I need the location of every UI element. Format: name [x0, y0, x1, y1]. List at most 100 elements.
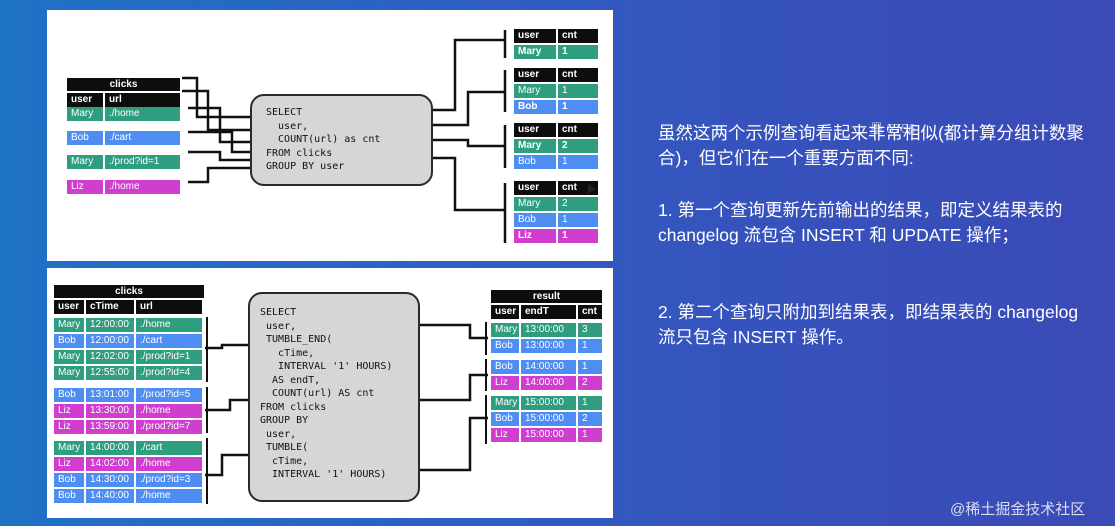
column-header: user [67, 93, 103, 107]
cell-user: Mary [54, 318, 84, 332]
cell-endt: 13:00:00 [521, 339, 576, 353]
table-title: clicks [54, 285, 204, 298]
cell-user: Liz [54, 457, 84, 471]
column-header: endT [521, 305, 576, 319]
cell-user: Bob [54, 489, 84, 503]
cell-user: Mary [514, 45, 556, 59]
column-header: user [491, 305, 519, 319]
cell-ctime: 14:02:00 [86, 457, 134, 471]
cell-url: ./cart [136, 441, 202, 455]
table-title: clicks [67, 78, 180, 91]
cell-ctime: 14:40:00 [86, 489, 134, 503]
top-clicks-row: Liz./home [67, 180, 180, 196]
cell-ctime: 12:02:00 [86, 350, 134, 364]
cell-user: Mary [491, 396, 519, 410]
column-header: cnt [558, 181, 598, 195]
cell-url: ./prod?id=1 [136, 350, 202, 364]
cell-url: ./prod?id=3 [136, 473, 202, 487]
cell-ctime: 14:30:00 [86, 473, 134, 487]
cell-user: Bob [67, 131, 103, 145]
cell-ctime: 12:00:00 [86, 318, 134, 332]
cell-ctime: 13:59:00 [86, 420, 134, 434]
cell-user: Mary [54, 366, 84, 380]
column-header: cTime [86, 300, 134, 314]
table-header-row: user cTime url [54, 300, 204, 314]
cell-url: ./home [136, 457, 202, 471]
cell-user: Liz [54, 420, 84, 434]
table-title: result [491, 290, 602, 303]
cell-user: Mary [514, 139, 556, 153]
cell-user: Bob [54, 473, 84, 487]
cell-ctime: 13:30:00 [86, 404, 134, 418]
bottom-sql-query: SELECT user, TUMBLE_END( cTime, INTERVAL… [248, 292, 420, 502]
cell-cnt: 1 [558, 84, 598, 98]
cell-ctime: 12:55:00 [86, 366, 134, 380]
bottom-result-table: result user endT cnt [491, 290, 602, 321]
cell-user: Mary [491, 323, 519, 337]
cell-user: Liz [67, 180, 103, 194]
cell-url: ./prod?id=4 [136, 366, 202, 380]
column-header: cnt [558, 29, 598, 43]
cell-user: Mary [67, 155, 103, 169]
cell-ctime: 12:00:00 [86, 334, 134, 348]
bottom-clicks-table: clicks user cTime url [54, 285, 204, 316]
cell-user: Bob [54, 334, 84, 348]
cell-url: ./prod?id=5 [136, 388, 202, 402]
top-sql-query: SELECT user, COUNT(url) as cnt FROM clic… [250, 94, 433, 186]
cell-cnt: 3 [578, 323, 602, 337]
cell-url: ./home [136, 489, 202, 503]
cell-url: ./home [136, 318, 202, 332]
column-header: user [514, 68, 556, 82]
cell-user: Bob [514, 100, 556, 114]
cell-endt: 14:00:00 [521, 360, 576, 374]
table-header-row: user url [67, 93, 180, 107]
column-header: url [136, 300, 202, 314]
cell-cnt: 1 [578, 339, 602, 353]
column-header: cnt [558, 123, 598, 137]
column-header: cnt [558, 68, 598, 82]
cell-url: ./cart [105, 131, 180, 145]
cell-endt: 15:00:00 [521, 412, 576, 426]
cell-ctime: 13:01:00 [86, 388, 134, 402]
cell-cnt: 1 [558, 100, 598, 114]
column-header: user [514, 123, 556, 137]
cell-user: Liz [491, 428, 519, 442]
cell-url: ./prod?id=1 [105, 155, 180, 169]
cell-user: Liz [491, 376, 519, 390]
cell-cnt: 1 [558, 155, 598, 169]
cell-endt: 13:00:00 [521, 323, 576, 337]
cell-endt: 15:00:00 [521, 396, 576, 410]
column-header: user [514, 29, 556, 43]
cell-endt: 15:00:00 [521, 428, 576, 442]
cell-cnt: 2 [578, 376, 602, 390]
cell-url: ./home [136, 404, 202, 418]
cell-user: Bob [491, 339, 519, 353]
column-header: cnt [578, 305, 602, 319]
watermark: @稀土掘金技术社区 [950, 501, 1086, 518]
column-header: url [105, 93, 180, 107]
top-clicks-row: Mary./home [67, 107, 180, 123]
description-paragraph-2: 1. 第一个查询更新先前输出的结果，即定义结果表的 changelog 流包含 … [658, 200, 1063, 245]
cell-cnt: 1 [578, 428, 602, 442]
cell-endt: 14:00:00 [521, 376, 576, 390]
column-header: user [54, 300, 84, 314]
